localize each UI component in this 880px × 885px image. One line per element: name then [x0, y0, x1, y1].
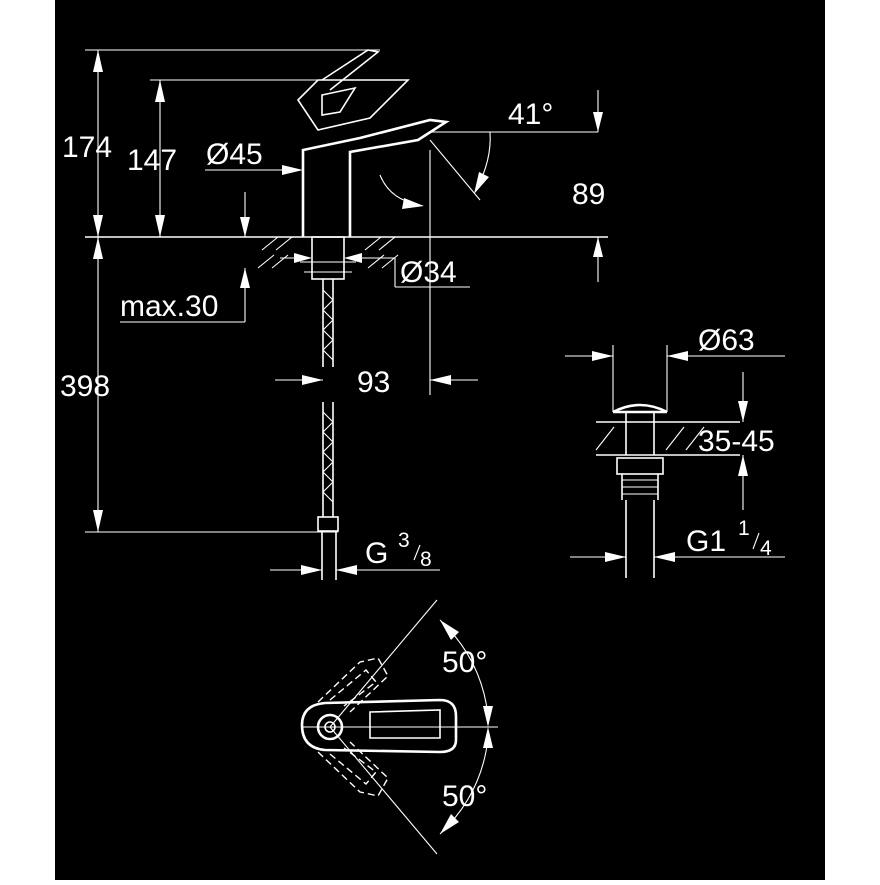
dim-connection-numerator: 3 [398, 529, 410, 552]
waste-nut [616, 457, 664, 475]
top-lever-outline [300, 698, 458, 754]
dim-body-diameter: Ø45 [206, 138, 263, 171]
dim-connection-denominator: 8 [420, 548, 432, 571]
dim-connection-g: G [365, 537, 388, 570]
top-lever-inner [369, 709, 441, 739]
top-angle-up: 50° [442, 646, 487, 679]
right-margin [825, 0, 880, 880]
top-view [300, 599, 498, 855]
waste-thread-denominator: 4 [760, 537, 772, 560]
waste-cap [612, 403, 668, 414]
hose-braid [322, 289, 334, 503]
lever-rotated-down [317, 741, 389, 797]
angle-guide-up [329, 599, 438, 728]
lever-raised [321, 49, 380, 91]
dim-hole-diameter: Ø34 [400, 256, 457, 289]
waste-side-view [595, 403, 740, 578]
top-angle-down: 50° [442, 780, 487, 813]
dim-max-deck: max.30 [120, 290, 218, 323]
faucet-body-outline [301, 118, 450, 237]
dim-spout-angle: 41° [508, 98, 553, 131]
dim-spout-projection: 89 [572, 178, 605, 211]
waste-diameter: Ø63 [698, 324, 755, 357]
waste-deck-range: 35-45 [698, 425, 775, 458]
lever-inner [321, 86, 357, 116]
dim-total-height: 174 [62, 131, 112, 164]
faucet-side-view [85, 49, 608, 580]
dimension-lines [85, 49, 603, 575]
dim-outlet-height: 147 [127, 144, 177, 177]
dim-spout-reach: 93 [357, 366, 390, 399]
lever-rotated-up [317, 657, 389, 713]
waste-dimension-lines [565, 345, 785, 562]
waste-thread-g: G1 [686, 525, 726, 558]
hose-nut [317, 516, 339, 532]
waste-thread-numerator: 1 [738, 517, 750, 540]
lever-outline [296, 79, 410, 131]
deck-hatching [257, 236, 399, 269]
angle-guide-down [329, 726, 438, 855]
dim-hose-length: 398 [60, 370, 110, 403]
left-margin [0, 0, 55, 880]
